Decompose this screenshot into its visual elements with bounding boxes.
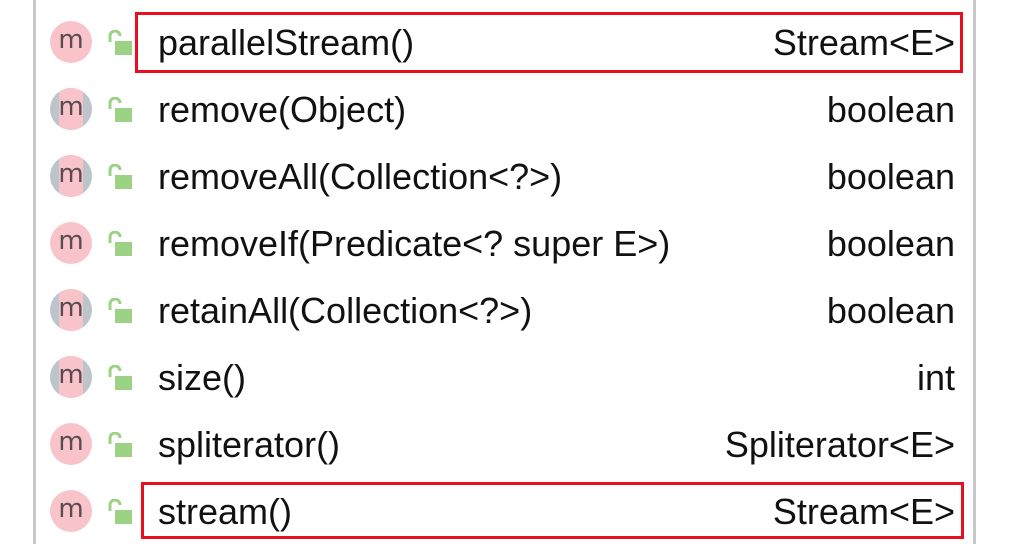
- method-name: spliterator(): [158, 424, 341, 465]
- return-type: int: [916, 357, 955, 398]
- completion-item-removeIf[interactable]: m removeIf(Predicate<? super E>) boolean: [36, 210, 973, 277]
- abstract-method-icon: m: [50, 356, 92, 398]
- unlocked-icon: [108, 30, 132, 55]
- method-name: removeIf(Predicate<? super E>): [158, 223, 671, 264]
- completion-item-retainAll[interactable]: m retainAll(Collection<?>) boolean: [36, 277, 973, 344]
- method-name: retainAll(Collection<?>): [158, 290, 533, 331]
- return-type: boolean: [826, 290, 955, 331]
- completion-item-removeAll[interactable]: m removeAll(Collection<?>) boolean: [36, 143, 973, 210]
- completion-item-stream[interactable]: m stream() Stream<E>: [36, 478, 973, 545]
- method-name: size(): [158, 357, 246, 398]
- unlocked-icon: [108, 432, 132, 457]
- unlocked-icon: [108, 164, 132, 189]
- unlocked-icon: [108, 499, 132, 524]
- method-name: removeAll(Collection<?>): [158, 156, 563, 197]
- unlocked-icon: [108, 365, 132, 390]
- completion-item-parallelStream[interactable]: m parallelStream() Stream<E>: [36, 9, 973, 76]
- abstract-method-icon: m: [50, 155, 92, 197]
- return-type: Spliterator<E>: [724, 424, 955, 465]
- method-name: remove(Object): [158, 89, 407, 130]
- method-name: parallelStream(): [158, 22, 415, 63]
- return-type: boolean: [826, 156, 955, 197]
- unlocked-icon: [108, 97, 132, 122]
- method-icon: m: [50, 490, 92, 532]
- return-type: boolean: [826, 223, 955, 264]
- return-type: Stream<E>: [772, 22, 955, 63]
- method-name: stream(): [158, 491, 292, 532]
- unlocked-icon: [108, 231, 132, 256]
- return-type: Stream<E>: [772, 491, 955, 532]
- method-icon: m: [50, 21, 92, 63]
- return-type: boolean: [826, 89, 955, 130]
- completion-item-size[interactable]: m size() int: [36, 344, 973, 411]
- abstract-method-icon: m: [50, 88, 92, 130]
- unlocked-icon: [108, 298, 132, 323]
- completion-item-spliterator[interactable]: m spliterator() Spliterator<E>: [36, 411, 973, 478]
- completion-item-remove[interactable]: m remove(Object) boolean: [36, 76, 973, 143]
- method-icon: m: [50, 222, 92, 264]
- code-completion-popup: m parallelStream() Stream<E> m remove(Ob…: [33, 0, 976, 544]
- method-icon: m: [50, 423, 92, 465]
- abstract-method-icon: m: [50, 289, 92, 331]
